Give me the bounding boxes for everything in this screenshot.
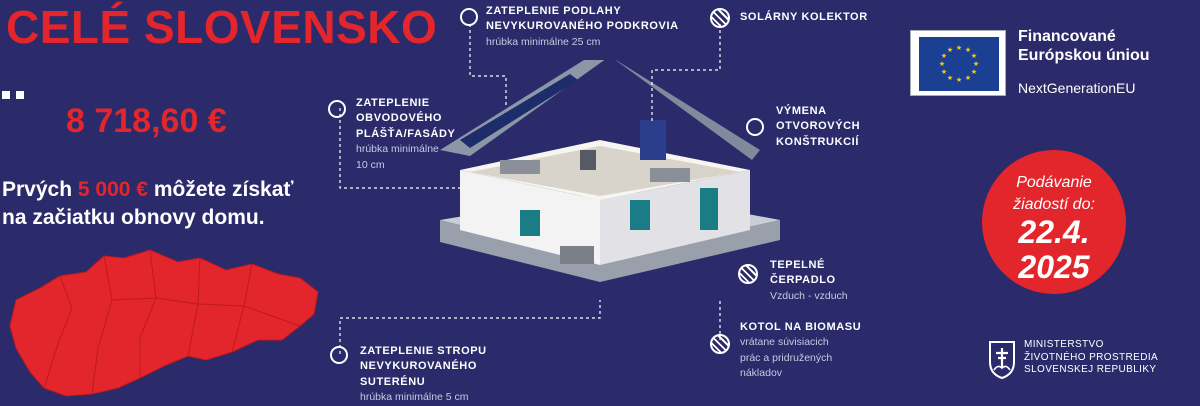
label-solar: SOLÁRNY KOLEKTOR — [740, 11, 868, 23]
house-illustration — [440, 60, 780, 282]
first-suffix: môžete získať — [153, 178, 294, 201]
cellar-sub: hrúbka minimálne 5 cm — [360, 391, 469, 404]
ministry-line1: MINISTERSTVO — [1024, 339, 1104, 350]
eu-nextgen-text: NextGenerationEU — [1018, 80, 1136, 96]
svg-text:★: ★ — [971, 52, 977, 60]
slovakia-map-icon — [9, 249, 319, 397]
heat-pump-marker-icon — [738, 264, 758, 284]
svg-text:★: ★ — [941, 52, 947, 60]
facade-3: PLÁŠŤA/FASÁDY — [356, 127, 456, 140]
windows-marker-icon — [746, 118, 764, 136]
svg-text:★: ★ — [973, 60, 979, 68]
decorative-dots — [2, 86, 30, 104]
svg-text:★: ★ — [947, 46, 953, 54]
cellar-2: NEVYKUROVANÉHO — [360, 360, 477, 373]
roof-title-2: NEVYKUROVANÉHO PODKROVIA — [486, 20, 679, 33]
deadline-line2: žiadostí do: — [1013, 195, 1095, 213]
label-roof-insulation: ZATEPLENIE PODLAHY NEVYKUROVANÉHO PODKRO… — [486, 4, 679, 50]
ministry-text: MINISTERSTVO ŽIVOTNÉHO PROSTREDIA SLOVEN… — [1024, 339, 1158, 377]
pump-1: TEPELNÉ — [770, 259, 825, 271]
pump-sub: Vzduch - vzduch — [770, 289, 848, 302]
svg-text:★: ★ — [965, 46, 971, 54]
ministry-line3: SLOVENSKEJ REPUBLIKY — [1024, 364, 1157, 375]
label-cellar: ZATEPLENIE STROPU NEVYKUROVANÉHO SUTERÉN… — [360, 344, 487, 406]
label-windows: VÝMENA OTVOROVÝCH KONŠTRUKCIÍ — [776, 104, 860, 150]
facade-sub-2: 10 cm — [356, 158, 385, 171]
eu-line1: Financované — [1018, 28, 1116, 45]
eu-line2: Európskou úniou — [1018, 47, 1150, 65]
roof-marker-icon — [460, 8, 478, 26]
ministry-line2: ŽIVOTNÉHO PROSTREDIA — [1024, 351, 1159, 363]
svg-text:★: ★ — [965, 74, 971, 82]
deadline-badge: Podávanie žiadostí do: 22.4. 2025 — [982, 150, 1126, 294]
biomass-sub-3: nákladov — [740, 367, 783, 380]
facade-sub-1: hrúbka minimálne — [356, 143, 439, 156]
roof-sub: hrúbka minimálne 25 cm — [486, 35, 601, 48]
pump-2: ČERPADLO — [770, 274, 836, 287]
first-line2: na začiatku obnovy domu. — [2, 206, 265, 230]
first-payment-text: Prvých 5 000 € môžete získať na začiatku… — [2, 176, 293, 233]
facade-2: OBVODOVÉHO — [356, 112, 443, 125]
cellar-1: ZATEPLENIE STROPU — [360, 345, 487, 357]
eu-funding-text: Financované Európskou úniou — [1018, 27, 1150, 65]
first-prefix: Prvých — [2, 178, 73, 201]
deadline-date1: 22.4. — [1018, 214, 1090, 251]
biomass-title: KOTOL NA BIOMASU — [740, 321, 862, 333]
first-amount: 5 000 € — [77, 178, 148, 201]
cellar-3: SUTERÉNU — [360, 375, 426, 388]
svg-text:★: ★ — [956, 44, 962, 52]
svg-text:★: ★ — [971, 68, 977, 76]
facade-marker-icon — [328, 100, 346, 118]
ministry-emblem-icon — [989, 341, 1015, 380]
campaign-title: CELÉ SLOVENSKO — [6, 1, 438, 53]
biomass-sub-1: vrátane súvisiacich — [740, 336, 829, 349]
label-biomass: KOTOL NA BIOMASU vrátane súvisiacich prá… — [740, 320, 861, 382]
deadline-line1: Podávanie — [1016, 174, 1092, 191]
roof-title-1: ZATEPLENIE PODLAHY — [486, 5, 622, 17]
svg-text:★: ★ — [941, 68, 947, 76]
svg-text:★: ★ — [939, 60, 945, 68]
facade-1: ZATEPLENIE — [356, 97, 430, 109]
subsidy-amount: 8 718,60 € — [66, 102, 227, 140]
biomass-sub-2: prác a pridružených — [740, 351, 833, 364]
label-heat-pump: TEPELNÉ ČERPADLO Vzduch - vzduch — [770, 258, 848, 304]
windows-3: KONŠTRUKCIÍ — [776, 135, 859, 148]
eu-flag-icon: ★ ★ ★ ★ ★ ★ ★ ★ ★ ★ ★ ★ — [910, 30, 1006, 96]
svg-text:★: ★ — [956, 76, 962, 84]
label-facade: ZATEPLENIE OBVODOVÉHO PLÁŠŤA/FASÁDY hrúb… — [356, 96, 455, 173]
dashed-connector-line — [339, 24, 721, 354]
deadline-date2: 2025 — [1018, 248, 1090, 285]
solar-marker-icon — [710, 8, 730, 28]
windows-1: VÝMENA — [776, 105, 827, 117]
biomass-marker-icon — [710, 334, 730, 354]
cellar-marker-icon — [330, 346, 348, 364]
eu-stars: ★ ★ ★ ★ ★ ★ ★ ★ ★ ★ ★ ★ — [919, 37, 999, 91]
windows-2: OTVOROVÝCH — [776, 120, 861, 133]
svg-text:★: ★ — [947, 74, 953, 82]
